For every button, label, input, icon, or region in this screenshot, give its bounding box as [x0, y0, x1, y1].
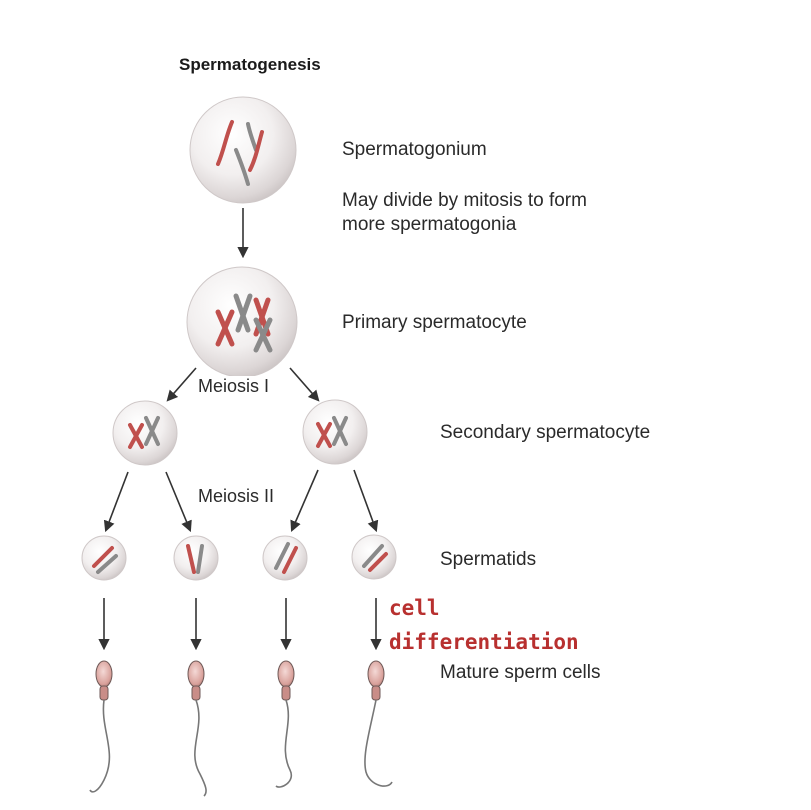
arrow-icon [103, 471, 129, 533]
spermatid-cell-icon [81, 535, 127, 581]
arrow-icon [290, 469, 319, 533]
label-meiosis-2: Meiosis II [195, 486, 278, 507]
secondary-spermatocyte-cell-icon [112, 400, 178, 466]
annotation-differentiation: differentiation [389, 630, 579, 654]
label-mitosis-note-line2: more spermatogonia [342, 214, 517, 235]
sperm-cell-icon [275, 660, 295, 788]
label-meiosis-1: Meiosis I [195, 376, 273, 397]
label-spermatids: Spermatids [440, 549, 537, 570]
arrow-icon [353, 469, 379, 533]
arrow-icon [166, 367, 197, 402]
sperm-cell-icon [187, 660, 207, 797]
annotation-cell: cell [389, 596, 440, 620]
spermatid-cell-icon [262, 535, 308, 581]
label-secondary-spermatocyte: Secondary spermatocyte [440, 422, 651, 443]
secondary-spermatocyte-cell-icon [302, 399, 368, 465]
sperm-cell-icon [89, 660, 113, 793]
primary-spermatocyte-cell-icon [186, 266, 298, 378]
label-mature-sperm-cells: Mature sperm cells [440, 662, 601, 683]
label-spermatogonium: Spermatogonium [342, 139, 487, 160]
label-primary-spermatocyte: Primary spermatocyte [342, 312, 527, 333]
spermatid-cell-icon [173, 535, 219, 581]
arrow-icon [165, 471, 192, 533]
sperm-cell-icon [364, 660, 393, 787]
chromosome-icon [215, 293, 273, 353]
arrow-icon [289, 367, 320, 402]
chromosome-icon [216, 120, 264, 186]
spermatogonium-cell-icon [189, 96, 297, 204]
diagram-title: Spermatogenesis [179, 55, 321, 74]
spermatid-cell-icon [351, 534, 397, 580]
label-mitosis-note-line1: May divide by mitosis to form [342, 190, 587, 211]
